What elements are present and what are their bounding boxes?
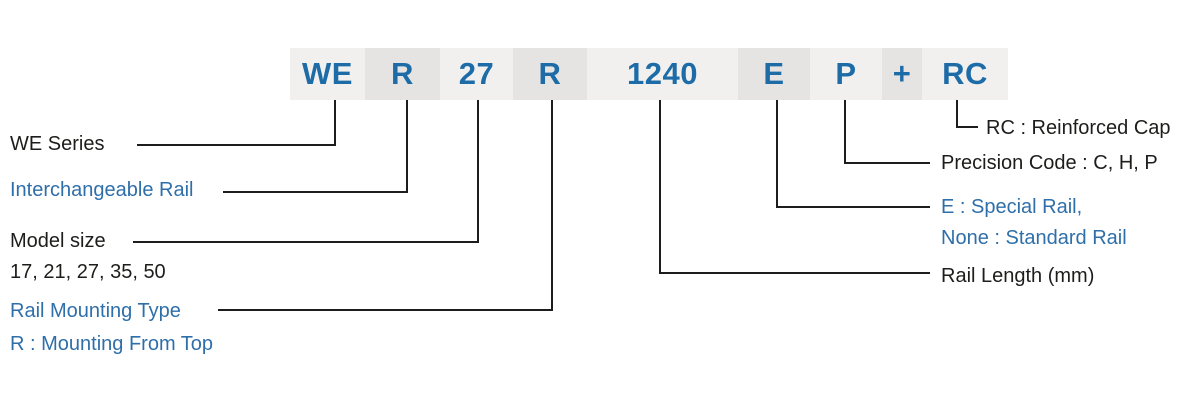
callout-model-size: Model size bbox=[10, 230, 106, 252]
connector-line-r1-vertical bbox=[406, 100, 408, 193]
callout-special-rail: E : Special Rail, bbox=[941, 196, 1083, 218]
code-segment-rail-length: 1240 bbox=[587, 48, 738, 100]
code-segment-precision: P bbox=[810, 48, 882, 100]
callout-rail-length: Rail Length (mm) bbox=[941, 265, 1095, 287]
connector-line-p-vertical bbox=[844, 100, 846, 164]
code-segment-special-rail: E bbox=[738, 48, 810, 100]
code-segment-mounting-type: R bbox=[513, 48, 587, 100]
connector-line-27-vertical bbox=[477, 100, 479, 243]
callout-we-series: WE Series bbox=[10, 133, 105, 155]
connector-line-27-horizontal bbox=[133, 241, 479, 243]
connector-line-r1-horizontal bbox=[223, 191, 408, 193]
code-segment-interchangeable-rail: R bbox=[365, 48, 440, 100]
callout-model-size-values: 17, 21, 27, 35, 50 bbox=[10, 261, 166, 283]
code-segment-model-size: 27 bbox=[440, 48, 513, 100]
callout-interchangeable-rail: Interchangeable Rail bbox=[10, 179, 194, 201]
connector-line-1240-vertical bbox=[659, 100, 661, 274]
connector-line-we-vertical bbox=[334, 100, 336, 146]
connector-line-e-horizontal bbox=[776, 206, 930, 208]
code-segment-series: WE bbox=[290, 48, 365, 100]
callout-special-rail-sub: None : Standard Rail bbox=[941, 227, 1127, 249]
callout-reinforced-cap: RC : Reinforced Cap bbox=[986, 117, 1171, 139]
connector-line-rc-horizontal bbox=[956, 126, 978, 128]
connector-line-r2-horizontal bbox=[218, 309, 553, 311]
connector-line-r2-vertical bbox=[551, 100, 553, 311]
callout-precision-code: Precision Code : C, H, P bbox=[941, 152, 1158, 174]
connector-line-we-horizontal bbox=[137, 144, 336, 146]
code-segment-plus: + bbox=[882, 48, 922, 100]
connector-line-p-horizontal bbox=[844, 162, 930, 164]
callout-rail-mounting-value: R : Mounting From Top bbox=[10, 333, 214, 355]
connector-line-1240-horizontal bbox=[659, 272, 930, 274]
callout-rail-mounting-type: Rail Mounting Type bbox=[10, 300, 181, 322]
code-segment-reinforced-cap: RC bbox=[922, 48, 1008, 100]
connector-line-e-vertical bbox=[776, 100, 778, 208]
connector-line-rc-vertical bbox=[956, 100, 958, 128]
